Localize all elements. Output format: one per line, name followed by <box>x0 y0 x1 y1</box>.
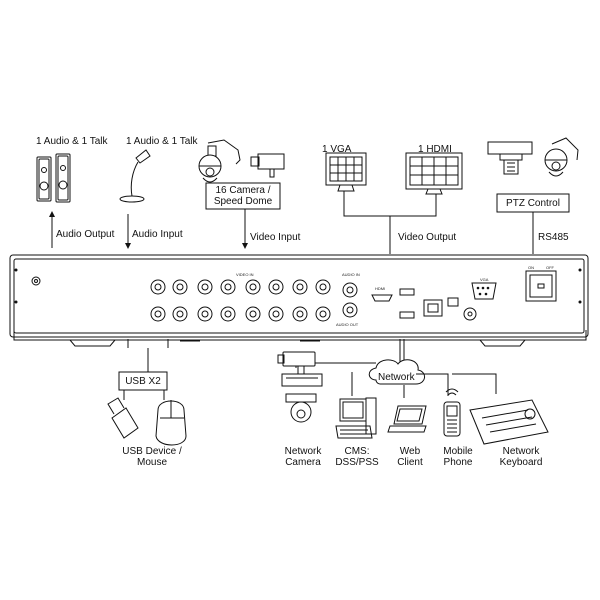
vga-monitor-icon <box>325 152 367 192</box>
ptz-control-label: PTZ Control <box>506 198 560 209</box>
video-input-label: Video Input <box>250 232 301 243</box>
mouse-icon <box>155 400 187 446</box>
ptz-camera-icon <box>487 141 533 175</box>
panel-hdmi-label: HDMI <box>375 286 385 291</box>
video-output-label: Video Output <box>398 232 457 243</box>
dvr-panel <box>9 254 589 347</box>
bnc-row-top <box>150 279 331 295</box>
network-label: Network <box>378 372 415 383</box>
network-cloud <box>368 359 425 385</box>
rs485-label: RS485 <box>538 232 569 243</box>
panel-vga-label: VGA <box>480 277 489 282</box>
camera-group-label: 16 Camera / Speed Dome <box>213 185 273 207</box>
audio-input-group-label: 1 Audio & 1 Talk <box>126 136 198 147</box>
usb-stick-icon <box>107 397 139 439</box>
audio-output-label: Audio Output <box>56 229 115 240</box>
laptop-icon <box>387 405 427 433</box>
mobile-phone-icon <box>443 388 461 437</box>
microphone-icon <box>119 149 151 203</box>
network-camera-icon <box>277 351 323 423</box>
cms-computer-icon <box>335 397 377 439</box>
panel-audio-out-label: AUDIO OUT <box>336 322 359 327</box>
panel-on-label: ON <box>528 265 534 270</box>
hdmi-label: 1 HDMI <box>418 144 452 155</box>
web-client-label: Web Client <box>397 446 423 468</box>
audio-output-group-label: 1 Audio & 1 Talk <box>36 136 108 147</box>
mobile-phone-label: Mobile Phone <box>443 446 473 468</box>
usb-x2-label: USB X2 <box>125 376 161 387</box>
usb-label-box <box>118 371 168 391</box>
panel-off-label: OFF <box>546 265 555 270</box>
camera-label-box <box>205 182 281 210</box>
ptz-dome-icon <box>544 137 579 177</box>
network-camera-label: Network Camera <box>284 446 322 468</box>
panel-audio-in-label: AUDIO IN <box>342 272 360 277</box>
video-output-bracket <box>343 191 437 217</box>
usb-lines <box>127 339 169 372</box>
box-camera-icon <box>250 153 285 178</box>
panel-video-in-label: VIDEO IN <box>236 272 254 277</box>
vga-label: 1 VGA <box>322 144 352 155</box>
audio-input-label: Audio Input <box>132 229 183 240</box>
bnc-row-bottom <box>150 306 331 322</box>
network-keyboard-label: Network Keyboard <box>499 446 543 468</box>
network-keyboard-icon <box>469 399 549 445</box>
speed-dome-icon <box>198 139 241 183</box>
hdmi-monitor-icon <box>405 152 463 195</box>
speaker-icon <box>36 153 71 203</box>
usb-device-label: USB Device / Mouse <box>122 446 182 468</box>
cms-label: CMS: DSS/PSS <box>335 446 379 468</box>
